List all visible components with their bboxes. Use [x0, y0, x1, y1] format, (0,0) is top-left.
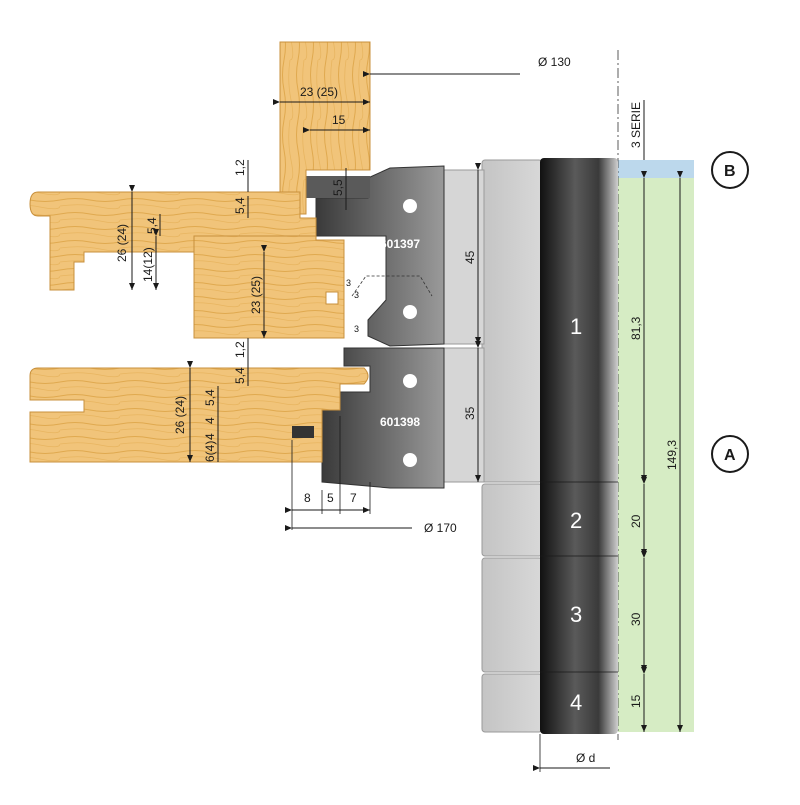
serie-label: 3 SERIE: [629, 102, 643, 148]
dim-7: 7: [350, 491, 357, 505]
dim-26-24-bot: 26 (24): [173, 396, 187, 434]
dim-dia-130: Ø 130: [538, 55, 571, 69]
dim-23-25-mid: 23 (25): [249, 276, 263, 314]
dim-1-2-top: 1,2: [233, 159, 247, 176]
wood-panel-middle: [193, 235, 345, 339]
bolt-hole: [403, 305, 417, 319]
dim-dia-170: Ø 170: [424, 521, 457, 535]
dim-5-5: 5,5: [331, 179, 345, 196]
dim-20: 20: [629, 514, 643, 528]
zone-b-band: [618, 160, 694, 178]
dim-3-b: 3: [354, 290, 359, 300]
spacer-1-body: [481, 159, 543, 483]
dimension-texts: Ø 130 23 (25) 15 1,2 5,5 5,4 5,4 26 (24)…: [115, 55, 679, 765]
tool-601398-label: 601398: [380, 415, 420, 429]
dim-5-4-d: 5,4: [203, 389, 217, 406]
dim-23-25-top: 23 (25): [300, 85, 338, 99]
bolt-hole: [403, 453, 417, 467]
spacer-2-number: 2: [570, 508, 582, 533]
marker-b-label: B: [724, 163, 736, 180]
dim-3-c: 3: [354, 324, 359, 334]
spindle-shaft: [540, 158, 618, 734]
dim-15: 15: [332, 113, 346, 127]
dim-14-12: 14(12): [141, 247, 155, 282]
dim-26-24-top: 26 (24): [115, 224, 129, 262]
spacer-4-body: [481, 673, 543, 733]
dim-5-4-a: 5,4: [233, 197, 247, 214]
dim-45: 45: [463, 250, 477, 264]
dim-5: 5: [327, 491, 334, 505]
dim-15-bottom: 15: [629, 694, 643, 708]
bolt-hole: [403, 199, 417, 213]
dim-5-4-c: 5,4: [233, 367, 247, 384]
dim-4-a: 4: [203, 417, 217, 424]
spacer-3-number: 3: [570, 602, 582, 627]
dimension-lines: [129, 71, 683, 772]
dim-4-b: 4: [203, 433, 217, 440]
spacer-4-number: 4: [570, 690, 582, 715]
marker-b: B: [711, 151, 749, 189]
dim-dia-d: Ø d: [576, 751, 595, 765]
bolt-hole: [403, 374, 417, 388]
dim-5-4-b: 5,4: [145, 217, 159, 234]
wood-board-bottom: [29, 367, 369, 463]
dim-149-3: 149,3: [665, 440, 679, 470]
dim-3-a: 3: [346, 278, 351, 288]
tool-601397-label: 601397: [380, 237, 420, 251]
marker-a: A: [711, 435, 749, 473]
dim-6-4: 6(4): [203, 441, 217, 462]
dim-30: 30: [629, 612, 643, 626]
spacer-2-body: [481, 483, 543, 557]
marker-a-label: A: [724, 447, 736, 464]
dim-8: 8: [304, 491, 311, 505]
dim-81-3: 81,3: [629, 316, 643, 340]
dim-35: 35: [463, 406, 477, 420]
spacer-3-body: [481, 557, 543, 673]
zone-a-band: [618, 178, 694, 732]
dim-1-2-mid: 1,2: [233, 341, 247, 358]
spacer-1-number: 1: [570, 314, 582, 339]
